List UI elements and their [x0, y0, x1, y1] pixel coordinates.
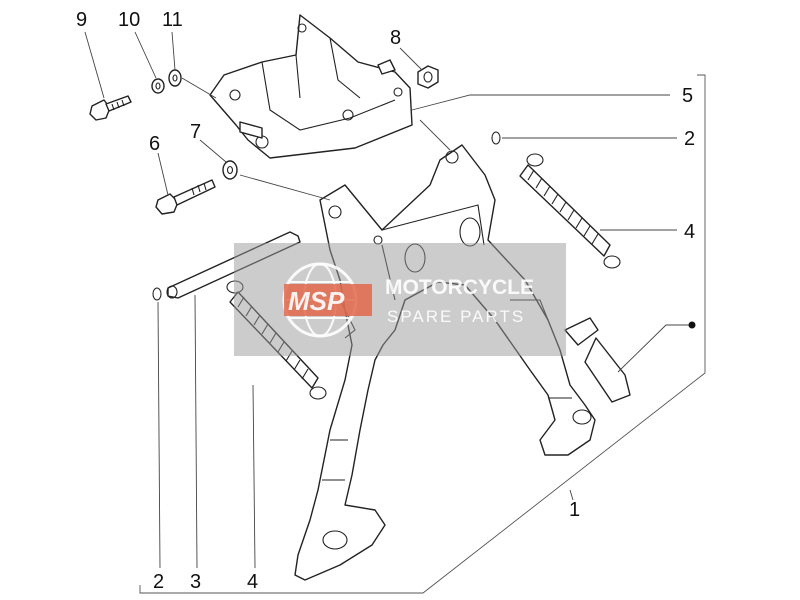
assembly-frame — [139, 74, 706, 594]
callout-4-upper: 4 — [684, 221, 695, 243]
callout-10: 10 — [118, 9, 140, 31]
circlip-upper — [491, 131, 501, 145]
callout-7: 7 — [190, 121, 201, 143]
washer-11 — [168, 69, 182, 87]
callout-2-lower: 2 — [153, 571, 164, 593]
callout-8: 8 — [390, 27, 401, 49]
callout-5: 5 — [682, 85, 693, 107]
watermark-line2: SPARE PARTS — [387, 307, 525, 326]
callout-9: 9 — [76, 9, 87, 31]
bolt-9 — [89, 95, 132, 121]
washer-10 — [151, 78, 165, 94]
watermark: MSP MOTORCYCLE SPARE PARTS — [234, 243, 566, 356]
reference-dot — [688, 321, 696, 329]
callout-6: 6 — [149, 133, 160, 155]
callout-2-upper: 2 — [684, 128, 695, 150]
callout-3: 3 — [190, 571, 201, 593]
callout-numbers: 9 10 11 8 5 7 6 2 4 1 2 3 4 — [76, 9, 695, 593]
watermark-logo-text: MSP — [288, 286, 345, 316]
callout-1: 1 — [569, 499, 580, 521]
callout-4-lower: 4 — [247, 571, 258, 593]
bolt-6 — [155, 179, 216, 215]
globe-logo-icon: MSP — [282, 262, 372, 338]
bracket-plate — [209, 14, 413, 159]
watermark-line1: MOTORCYCLE — [385, 276, 534, 299]
leader-lines — [84, 31, 692, 569]
callout-11: 11 — [162, 9, 183, 31]
circlip-lower — [152, 287, 162, 301]
washer-7 — [222, 160, 238, 180]
spring-right — [519, 153, 621, 269]
nut-8 — [417, 65, 439, 89]
